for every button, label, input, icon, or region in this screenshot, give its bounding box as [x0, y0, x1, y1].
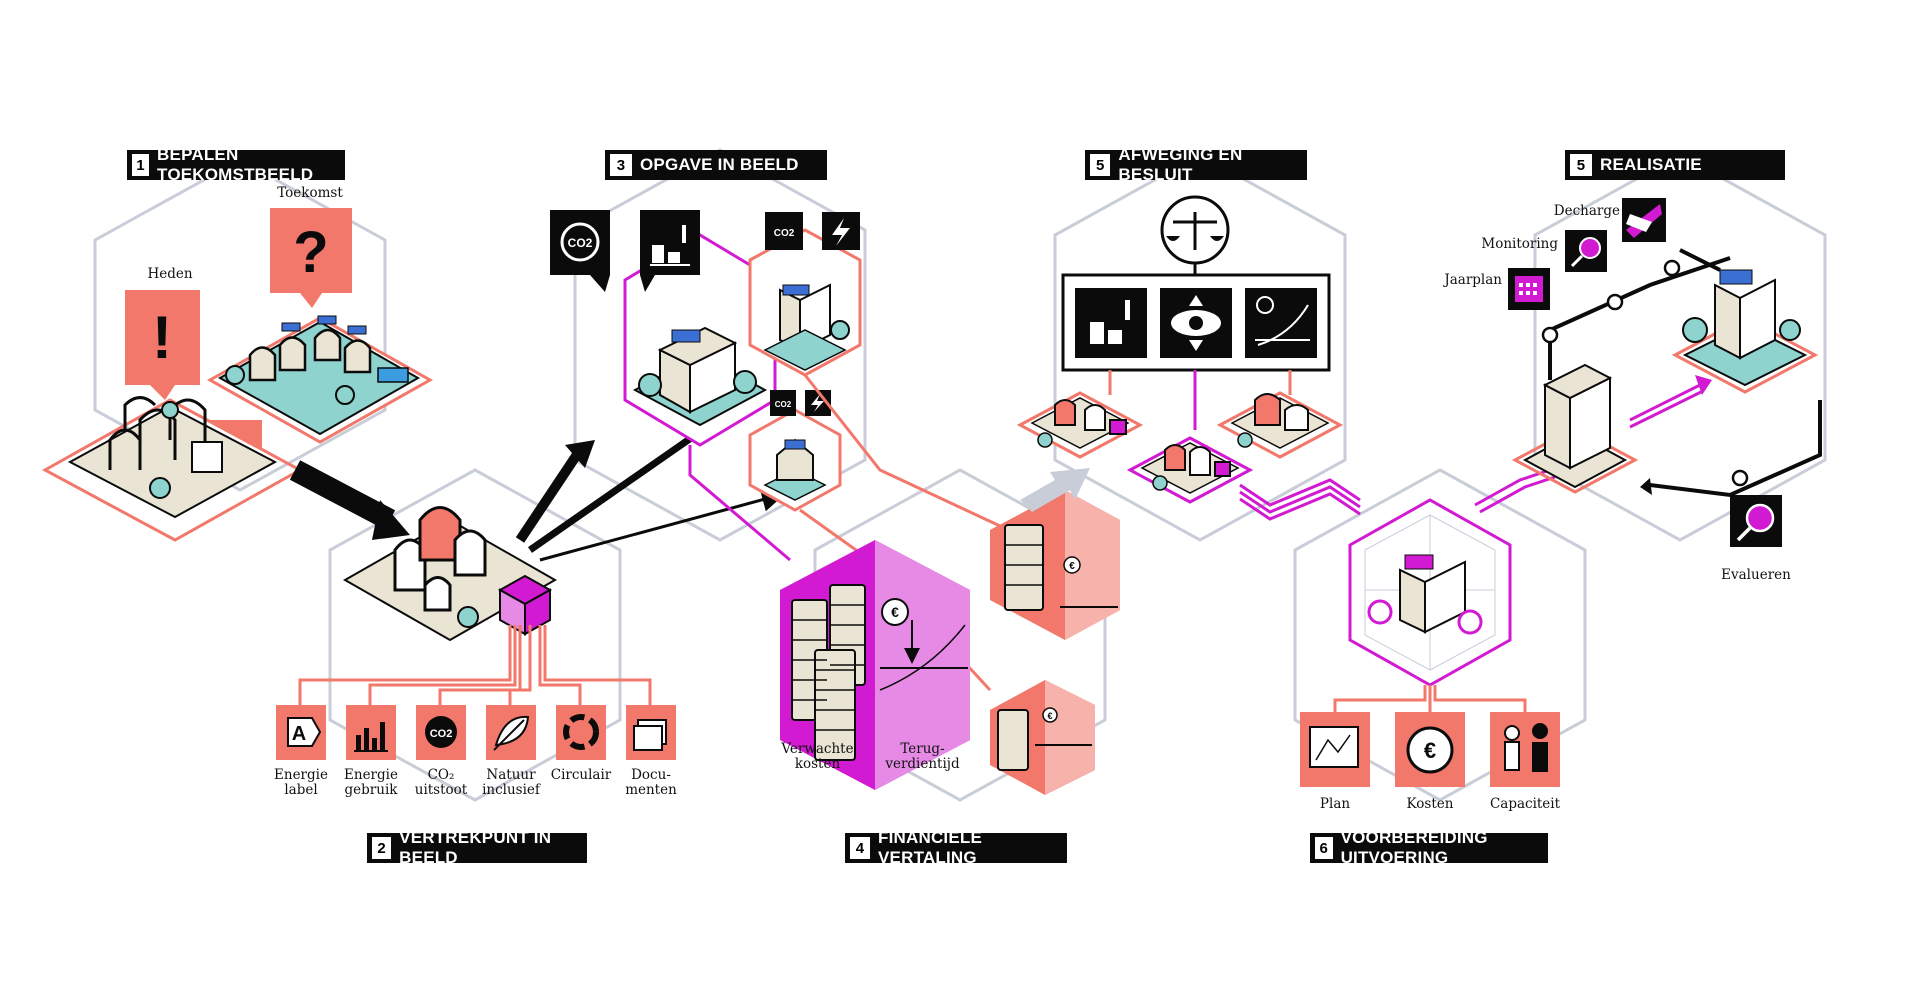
- label-decharge: Decharge: [1553, 203, 1620, 219]
- step-number: 6: [1315, 837, 1333, 859]
- svg-text:CO2: CO2: [774, 228, 795, 239]
- svg-text:CO2: CO2: [430, 728, 453, 740]
- label-documenten: Docu- menten: [625, 767, 677, 798]
- label-plan: Plan: [1319, 796, 1351, 812]
- label-jaarplan: Jaarplan: [1444, 272, 1502, 288]
- plan-drawing-icon: [1300, 712, 1370, 787]
- svg-text:€: €: [1424, 738, 1436, 763]
- toekomst-sign: [270, 208, 352, 293]
- documents-icon: [626, 705, 676, 760]
- svg-text:€: €: [1069, 561, 1075, 572]
- svg-text:€: €: [891, 604, 899, 620]
- co2-small-icon-2: [770, 390, 796, 416]
- step-title: REALISATIE: [1600, 155, 1702, 174]
- label-circulair: Circulair: [550, 767, 612, 783]
- step-label-1: 1 BEPALEN TOEKOMSTBEELD: [127, 145, 345, 184]
- step-label-6: 6 VOORBEREIDING UITVOERING: [1310, 828, 1548, 867]
- step-number: 3: [610, 154, 632, 176]
- label-heden: Heden: [147, 266, 193, 282]
- label-kosten: Kosten: [1406, 796, 1454, 812]
- hex-step6: [1293, 468, 1587, 802]
- step-label-2: 2 VERTREKPUNT IN BEELD: [367, 828, 587, 867]
- step-number: 5: [1090, 154, 1111, 176]
- step-number: 5: [1570, 154, 1592, 176]
- step-label-3: 3 OPGAVE IN BEELD: [605, 150, 827, 180]
- label-terugverdientijd: Terug- verdientijd: [885, 741, 960, 772]
- flow-arrow-4-5: [1020, 468, 1090, 512]
- magenta-building: [497, 574, 553, 636]
- step-number: 4: [850, 837, 871, 859]
- step-label-5b: 5 REALISATIE: [1565, 150, 1785, 180]
- energy-label-icon: A: [276, 705, 326, 760]
- nature-leaf-icon: [486, 705, 536, 760]
- step2-connectors: [298, 625, 652, 705]
- flow-arrow-1-2: [289, 460, 396, 530]
- hex-step2: [328, 468, 622, 802]
- label-capaciteit: Capaciteit: [1489, 796, 1561, 812]
- svg-text:A: A: [292, 723, 306, 745]
- euro-icon-small-1: [1063, 556, 1081, 574]
- step-number: 2: [372, 837, 392, 859]
- energy-usage-icon: [346, 705, 396, 760]
- label-evalueren: Evalueren: [1721, 567, 1791, 583]
- label-co2-uitstoot: CO₂ uitstoot: [414, 767, 468, 798]
- co2-emission-icon: CO2: [416, 705, 466, 760]
- capacity-people-icon: [1490, 712, 1560, 787]
- realisatie-illustration: [1508, 198, 1822, 547]
- heden-sign: [125, 290, 200, 385]
- step-label-4: 4 FINANCIELE VERTALING: [845, 828, 1067, 867]
- step-title: BEPALEN TOEKOMSTBEELD: [157, 145, 314, 184]
- step1-illustration: ! ?: [41, 208, 434, 542]
- label-monitoring: Monitoring: [1481, 236, 1558, 252]
- step-title: VOORBEREIDING UITVOERING: [1340, 828, 1488, 867]
- hex-step1: [93, 158, 387, 492]
- label-energie-label: Energie label: [274, 767, 328, 798]
- step-label-5a: 5 AFWEGING EN BESLUIT: [1085, 145, 1307, 184]
- co2-small-icon-1: [765, 212, 803, 250]
- step6-illustration: €: [1300, 498, 1560, 787]
- energy-balance-icon-2: [1075, 288, 1147, 358]
- hex-step5: [1053, 153, 1347, 542]
- step-title: FINANCIELE VERTALING: [878, 828, 983, 867]
- cost-curve-icon: [1245, 288, 1317, 358]
- step-title: AFWEGING EN BESLUIT: [1118, 145, 1243, 184]
- svg-text:€: €: [1047, 711, 1052, 721]
- step2-illustration: [298, 506, 652, 705]
- step-number: 1: [132, 154, 150, 176]
- svg-text:CO2: CO2: [568, 236, 593, 250]
- step5-illustration: [1016, 195, 1344, 504]
- houses-toekomst: [248, 328, 372, 382]
- euro-icon-small-2: [1042, 707, 1058, 723]
- heden-mark: !: [152, 304, 172, 371]
- label-verwachte-kosten: Verwachte kosten: [781, 741, 854, 772]
- euro-icon-large: [881, 598, 909, 626]
- step-title: VERTREKPUNT IN BEELD: [399, 828, 552, 867]
- circular-icon: [556, 705, 606, 760]
- svg-text:CO2: CO2: [775, 400, 792, 409]
- step2-icon-row: A CO2: [276, 705, 676, 760]
- hex-realisatie: [1533, 153, 1827, 542]
- label-toekomst: Toekomst: [277, 185, 343, 201]
- step4-illustration: € € €: [780, 468, 1120, 795]
- co2-cycle-icon: [550, 210, 610, 275]
- label-natuur-inclusief: Natuur inclusief: [482, 767, 540, 798]
- label-energie-gebruik: Energie gebruik: [344, 767, 398, 798]
- realisatie-cycle: [1548, 248, 1822, 498]
- step-title: OPGAVE IN BEELD: [640, 155, 799, 174]
- toekomst-mark: ?: [293, 220, 328, 285]
- costs-euro-icon: €: [1395, 712, 1465, 787]
